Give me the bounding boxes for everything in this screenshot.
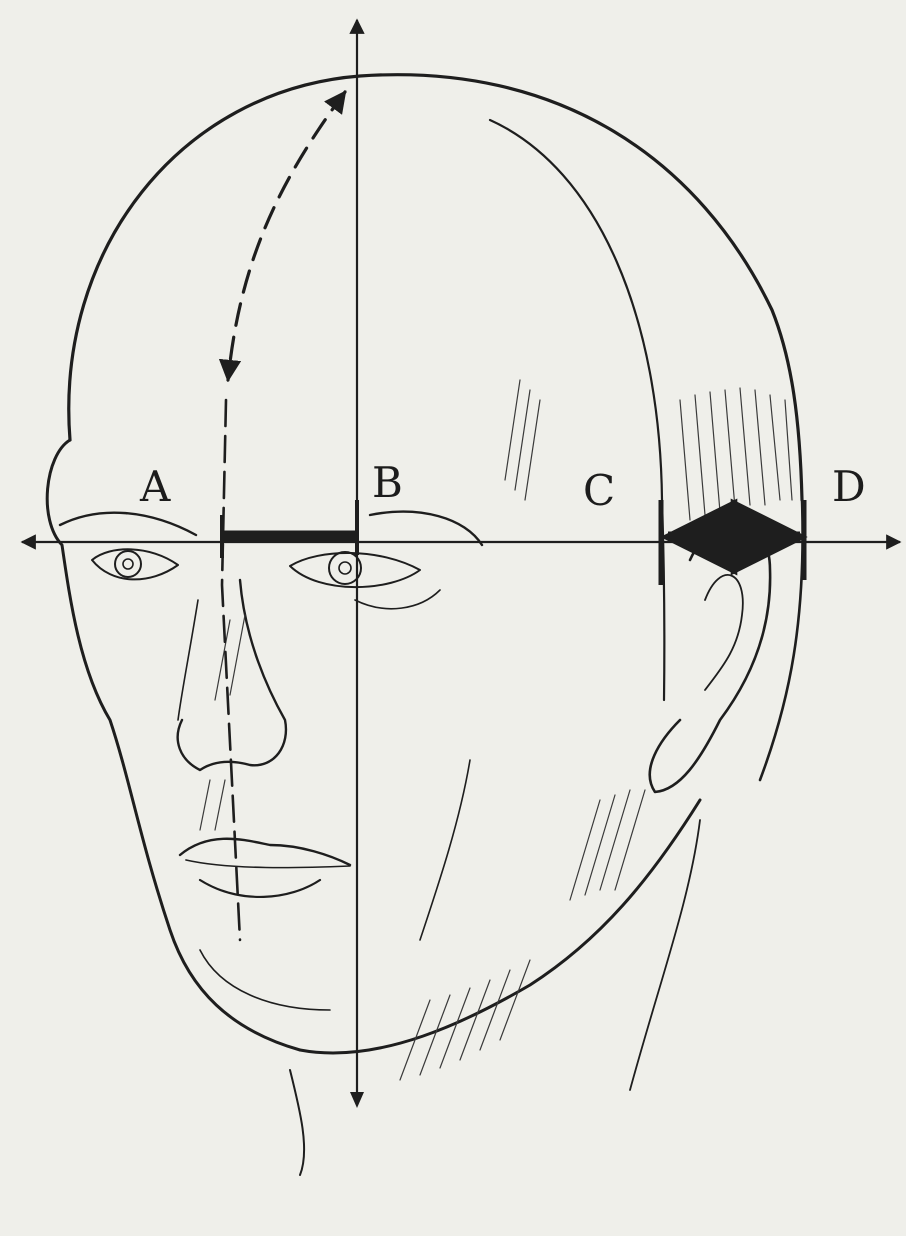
jaw-line — [300, 800, 700, 1053]
mouth-line — [186, 860, 350, 868]
dashed-curve-arrow — [228, 92, 345, 380]
shading-hatches — [200, 380, 792, 1080]
ear — [650, 522, 770, 792]
dashed-vertical-guide — [222, 400, 240, 940]
neck-left — [290, 1070, 304, 1175]
chin-line — [200, 950, 330, 1010]
nose-side — [178, 600, 198, 720]
neck-right — [630, 820, 700, 1090]
left-eye — [60, 513, 196, 580]
label-d: D — [832, 466, 866, 508]
cranium-outline — [69, 75, 802, 500]
upper-lip — [180, 839, 350, 865]
right-eye — [290, 512, 482, 609]
lower-lip — [200, 880, 320, 897]
side-plane-curve — [490, 120, 664, 700]
label-c: C — [583, 470, 615, 512]
cheek-line — [420, 760, 470, 940]
nose — [178, 580, 286, 770]
label-b: B — [372, 462, 403, 504]
vertical-axis-bottom-arrowhead — [350, 1092, 364, 1108]
label-a: A — [140, 466, 170, 508]
ear-inner — [705, 575, 743, 690]
